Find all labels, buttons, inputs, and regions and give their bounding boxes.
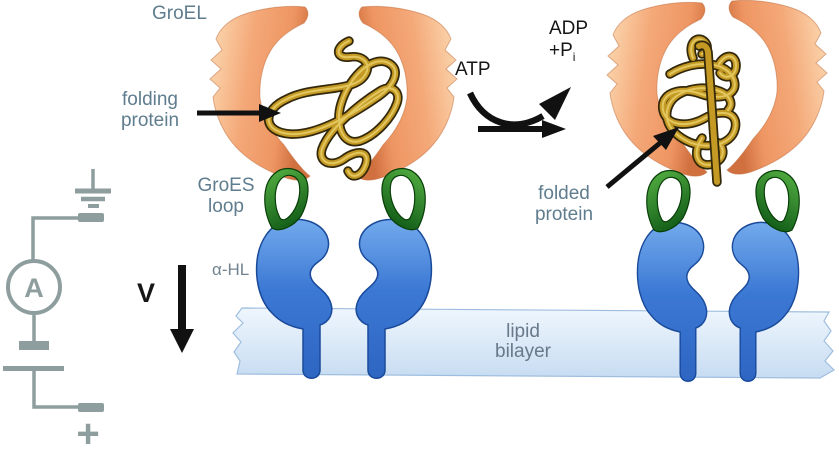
lipid-bilayer-label-line2: bilayer [495,341,551,362]
adp-label: ADP +Pi [549,18,588,68]
plus-terminal: + [76,412,99,454]
folding-protein-label-line2: protein [120,110,180,131]
alpha-hl-label: α-HL [212,260,250,279]
wire-top [31,216,79,261]
folded-protein-arrow [605,127,679,189]
folded-protein-label-line1: folded [538,183,590,204]
groel-label: GroEL [152,3,207,24]
groel-complex-open [209,5,458,181]
folding-protein-label-line1: folding [122,89,178,110]
battery-plate-short [19,341,49,350]
lipid-bilayer-label-line1: lipid [506,321,540,342]
groel-right-wall-2 [726,0,828,175]
adp-label-line1: ADP [549,18,589,39]
folded-protein-label-line2: protein [534,204,594,225]
voltage-arrow [170,265,194,353]
adp-base: +P [549,40,573,61]
wire-bottom [32,371,79,409]
groes-loop-label-line1: GroES [197,175,255,196]
battery-plate-long [3,366,64,371]
voltage-label: V [137,278,156,308]
folding-protein-label: folding protein [88,89,212,131]
atp-label: ATP [455,59,491,80]
folded-protein-label: folded protein [505,183,623,225]
groes-loop-label: GroES loop [166,175,286,217]
bottom-electrode [78,403,104,412]
lipid-bilayer-label: lipid bilayer [465,322,581,362]
groes-loop-label-line2: loop [208,196,244,217]
atp-hydrolysis-curved-arrow [467,87,571,128]
ground-symbol-icon [75,169,111,208]
ammeter-label: A [24,273,44,303]
electrical-circuit: A + [3,169,111,454]
folding-protein-arrow [197,104,281,122]
reaction-arrow [478,120,566,138]
adp-label-line2: +Pi [549,40,588,68]
groes-loop-3 [646,169,691,233]
top-electrode [78,213,104,222]
adp-subscript: i [572,49,576,64]
